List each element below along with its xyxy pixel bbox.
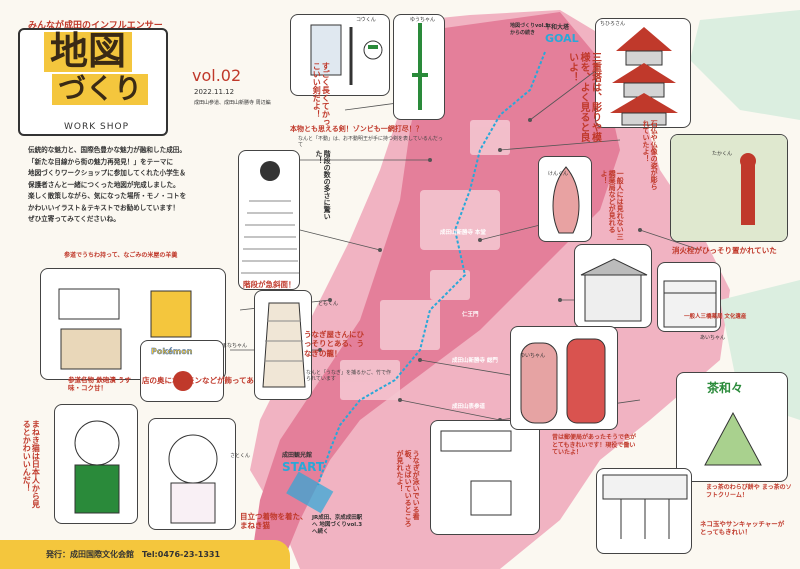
intro-line: 「新たな目線から街の魅力再発見！」をテーマに xyxy=(28,157,174,166)
contributor-name: まなちゃん xyxy=(222,343,248,349)
card-firehydrant xyxy=(670,134,788,242)
card-sword-drawing xyxy=(290,14,390,96)
workshop-label: WORK SHOP xyxy=(64,122,129,132)
jr-note: JR成田、京成成田駅へ 地図づくりvol.3へ続く xyxy=(312,515,363,536)
cat-caption: まねき猫は日本人から見るとかわいいんだ！ xyxy=(22,420,41,508)
pokemon-icon xyxy=(173,371,193,391)
card-stairs xyxy=(238,150,300,290)
sword-caption: 本物とも思える剣！ゾンビも一網打尽！？ xyxy=(290,125,423,133)
place: 成田山参道、成田山新勝寺 周辺編 xyxy=(194,100,271,106)
matcha-caption: まっ茶のわらび餅や まっ茶のソフトクリーム！ xyxy=(706,484,792,499)
footer-bar xyxy=(0,540,290,569)
card-building xyxy=(657,262,721,332)
sword-note: なんと「不動」は、お不動明王が手に持つ剣を表しているんだって xyxy=(298,136,443,148)
firehydrant-icon xyxy=(671,135,787,241)
date: 2022.11.12 xyxy=(194,88,235,96)
contributor-name: あいちゃん xyxy=(700,335,726,341)
contributor-name: ともくん xyxy=(318,301,339,307)
start-label: START xyxy=(282,460,325,474)
statue-icon xyxy=(552,166,580,234)
contributor-name: けんくん xyxy=(548,171,569,177)
pokemon-logo: Pokémon xyxy=(151,347,193,356)
card-sign xyxy=(430,420,540,535)
card-matcha: 茶和々 xyxy=(676,372,788,482)
card-statue xyxy=(538,156,592,242)
tower-question: 石仏や仏像の姿が彫られていたよ！ xyxy=(642,120,659,190)
contributor-name: ゆうちゃん xyxy=(410,17,436,23)
pagoda-icon xyxy=(610,27,678,126)
card-basket xyxy=(254,290,312,400)
volume: vol.02 xyxy=(192,66,242,85)
sword-sub: すごく長くてかっこいい剣だよ！ xyxy=(312,62,331,126)
card-cat-green xyxy=(54,404,138,524)
map-label: 成田山表参道 xyxy=(452,404,486,410)
publisher: 発行：成田国際文化会館 Tel:0476-23-1331 xyxy=(46,550,221,559)
sweet-caption: 参道名物 鉄砲漬 うす味・コク甘！ xyxy=(68,376,132,393)
contributor-name: コウくん xyxy=(356,17,376,23)
cat2-caption: 目立つ着物を着た、まねき猫 xyxy=(240,512,308,531)
map-label: 仁王門 xyxy=(462,312,479,318)
intro-line: かわいいイラスト＆テキストでお勧めしています！ xyxy=(28,203,180,212)
street-icon xyxy=(580,258,648,322)
goal-label: GOAL xyxy=(545,32,579,45)
intro-line: 楽しく散策しながら、気になった場所・モノ・コトを xyxy=(28,192,187,201)
card-pond xyxy=(596,468,692,554)
cat-icon xyxy=(168,434,218,524)
map-label: 成田山新勝寺 本堂 xyxy=(440,230,486,236)
cat-icon xyxy=(74,420,120,514)
suncatcher-icon xyxy=(602,474,688,539)
pond-caption: ネコ玉やサンキャッチャーがとってもきれい！ xyxy=(700,520,785,537)
intro-text: 伝統的な魅力と、国際色豊かな魅力が融和した成田。 「新たな目線から街の魅力再発見… xyxy=(28,145,248,226)
goal-name: 平和大塔 xyxy=(545,24,570,31)
pokemon-caption: 店の奥にポケモンなどが飾ってあるよ！ xyxy=(142,376,277,385)
fire-caption: 消火栓がひっそり置かれていた xyxy=(672,246,777,255)
contributor-name: さとくん xyxy=(230,453,250,459)
card-post xyxy=(510,326,618,430)
contributor-name: たかくん xyxy=(712,151,733,157)
souvenir-icon xyxy=(58,288,192,370)
stairs-icon xyxy=(241,161,299,274)
intro-line: 保護者さんと一緒につくった地図が完成しました。 xyxy=(28,180,180,189)
header-subtitle: みんなが成田のインフルエンサー xyxy=(28,21,163,31)
goal-note: 地図づくりvol.1からの続き xyxy=(510,23,549,36)
sword-icon xyxy=(412,23,428,110)
contributor-name: ちひろさん xyxy=(600,21,626,27)
stairs-caption: 階段が急斜面！ xyxy=(243,280,296,289)
sword-icon xyxy=(310,24,383,85)
postbox-icon xyxy=(520,338,606,424)
stairs-question: 階段の数の多さに驚いた！ xyxy=(315,150,332,220)
basket-icon xyxy=(262,302,306,388)
intro-line: ぜひ立寄ってみてくださいね。 xyxy=(28,215,120,224)
post-caption: 昔は郵便局があったそうで色がとてもきれいです！現役で働いていたよ！ xyxy=(552,434,637,456)
drink-caption: 参道でうちわ持って、なごみの米屋の羊羹 xyxy=(64,252,178,259)
card-pokemon: Pokémon xyxy=(140,340,224,402)
unagi-note: なんと「うなぎ」を捕るかご、竹で作られています xyxy=(306,370,392,382)
building-icon xyxy=(663,280,717,328)
matcha-icon xyxy=(704,411,762,466)
building-note: 一般人三橋薬局 文化遺産 xyxy=(684,314,747,320)
matcha-title: 茶和々 xyxy=(707,381,744,395)
street-caption: 一般人には見れない三橋薬局などが見れるよ！ xyxy=(600,170,625,240)
map-label: 成田山新勝寺 総門 xyxy=(452,358,498,364)
title-line1: 地図 xyxy=(44,31,133,72)
sign-icon xyxy=(440,430,512,516)
intro-line: 伝統的な魅力と、国際色豊かな魅力が融和した成田。 xyxy=(28,146,186,154)
contributor-name: ゆいちゃん xyxy=(520,353,546,359)
pagoda-caption: 三重塔は、彫りや模様を、よく見ると良いよ！ xyxy=(566,52,601,142)
card-pagoda xyxy=(595,18,691,128)
card-street xyxy=(574,244,652,328)
sign-caption: うなぎが泳いでいる看板、さばいているところが見れたよ！ xyxy=(396,450,421,527)
start-name: 成田観光館 xyxy=(282,452,313,459)
card-cat-white xyxy=(148,418,236,530)
unagi-caption: うなぎ屋さんにひっそりとある、うなぎの籠！ xyxy=(304,330,364,358)
intro-line: 地図づくりワークショップに参加してくれた小学生＆ xyxy=(28,169,186,178)
card-sword xyxy=(393,14,445,120)
title-line2: づくり xyxy=(52,73,149,105)
